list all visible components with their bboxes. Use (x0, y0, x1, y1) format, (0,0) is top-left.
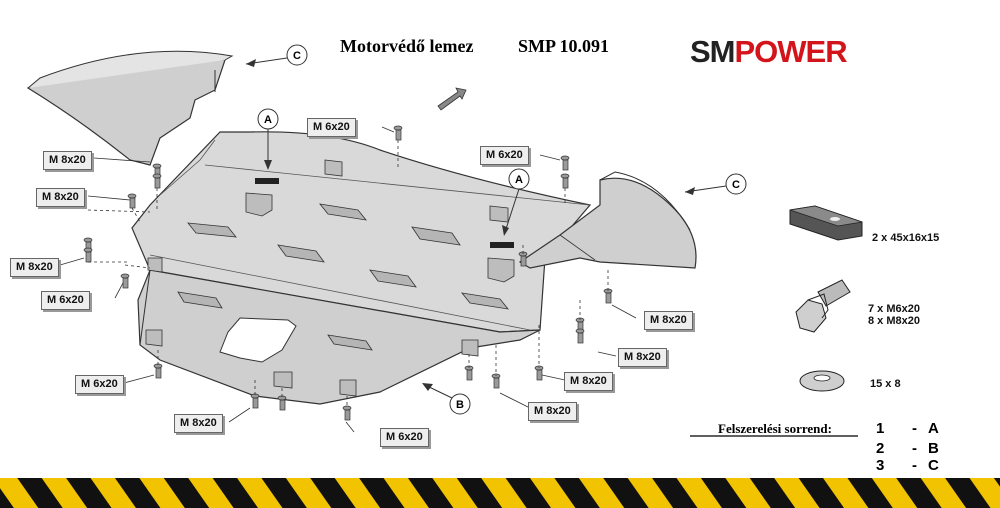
bolt-label: M 8x20 (174, 414, 223, 433)
bolt-label: M 8x20 (618, 348, 667, 367)
hardware-bar-count: 2 x 45x16x15 (872, 232, 940, 244)
sequence-step-dash: - (912, 420, 917, 437)
hardware-washer-count: 15 x 8 (870, 378, 901, 390)
callout-c-top: C (293, 50, 301, 62)
callout-markers (245, 44, 747, 415)
bolt-label: M 8x20 (564, 372, 613, 391)
alignment-lines (87, 140, 609, 408)
sequence-step-num: 1 (876, 420, 885, 437)
hardware-m6-count: 7 x M6x20 (868, 303, 920, 315)
bolt-label: M 6x20 (41, 291, 90, 310)
callout-a-left: A (264, 114, 272, 126)
bolt-label: M 6x20 (307, 118, 356, 137)
page-title: Motorvédő lemez (340, 36, 474, 56)
sequence-step-num: 3 (876, 457, 885, 474)
mounting-lugs (145, 159, 515, 397)
spacer-bar-icon (789, 205, 863, 241)
bolt-label: M 6x20 (75, 375, 124, 394)
callout-b: B (456, 399, 464, 411)
direction-arrow-icon (437, 87, 467, 111)
brand-logo-part2: POWER (734, 34, 848, 69)
bolt-label: M 8x20 (36, 188, 85, 207)
product-code: SMP 10.091 (518, 36, 610, 56)
bolt-label: M 6x20 (380, 428, 429, 447)
spacer-bar-left (255, 178, 279, 184)
bolt-label: M 8x20 (528, 402, 577, 421)
sequence-step-dash: - (912, 457, 917, 474)
bolt-label: M 8x20 (43, 151, 92, 170)
brand-logo-part1: SM (690, 34, 735, 69)
hazard-stripe (0, 478, 1000, 508)
spacer-bar-right (490, 242, 514, 248)
hardware-m8-count: 8 x M8x20 (868, 315, 920, 327)
callout-a-right: A (515, 174, 523, 186)
sequence-step-letter: A (928, 420, 939, 437)
sequence-step-letter: B (928, 440, 939, 457)
leader-lines (59, 126, 637, 433)
sequence-step-dash: - (912, 440, 917, 457)
sequence-title: Felszerelési sorrend: (718, 421, 832, 436)
brand-logo: SMPOWER (690, 34, 848, 70)
sequence-step-num: 2 (876, 440, 885, 457)
bolt-label: M 6x20 (480, 146, 529, 165)
plate-louvres (177, 203, 509, 351)
washer-icon (799, 370, 845, 392)
bolt-label: M 8x20 (10, 258, 59, 277)
callout-c-right: C (732, 179, 740, 191)
sequence-step-letter: C (928, 457, 939, 474)
bolt-label: M 8x20 (644, 311, 693, 330)
plate-cutout (219, 317, 297, 363)
bolt-icon (795, 279, 851, 333)
